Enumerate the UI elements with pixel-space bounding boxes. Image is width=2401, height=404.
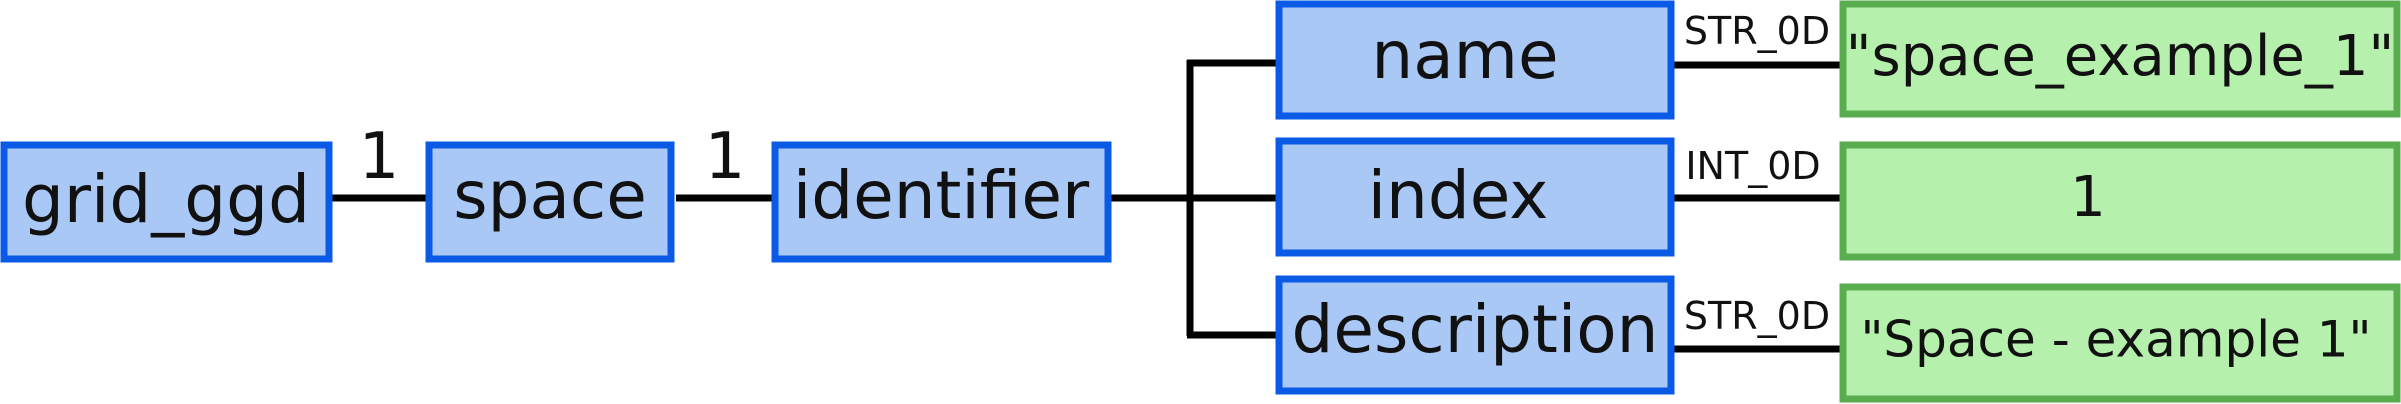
- type-label-description: STR_0D: [1684, 294, 1830, 338]
- value-name: "space_example_1": [1839, 0, 2401, 118]
- value-name-text: "space_example_1": [1846, 24, 2394, 89]
- node-description: description: [1275, 275, 1675, 395]
- node-name: name: [1275, 0, 1675, 120]
- node-grid_ggd: grid_ggd: [0, 141, 333, 263]
- type-label-name: STR_0D: [1684, 9, 1830, 53]
- node-description-label: description: [1292, 291, 1659, 368]
- value-index: 1: [1839, 141, 2401, 261]
- cardinality-label-grid_ggd-space: 1: [359, 120, 400, 194]
- node-index: index: [1275, 137, 1675, 257]
- cardinality-label-space-identifier: 1: [705, 120, 746, 194]
- node-space-label: space: [453, 157, 647, 234]
- node-space: space: [425, 141, 675, 263]
- node-grid_ggd-label: grid_ggd: [22, 161, 310, 238]
- type-label-index: INT_0D: [1685, 144, 1820, 188]
- value-index-text: 1: [2070, 165, 2106, 230]
- value-description: "Space - example 1": [1839, 283, 2401, 403]
- node-name-label: name: [1371, 17, 1558, 94]
- value-description-text: "Space - example 1": [1860, 311, 2371, 369]
- node-identifier-label: identifier: [793, 157, 1090, 234]
- node-identifier: identifier: [771, 141, 1112, 263]
- node-index-label: index: [1368, 157, 1549, 234]
- connectors: [330, 59, 1840, 353]
